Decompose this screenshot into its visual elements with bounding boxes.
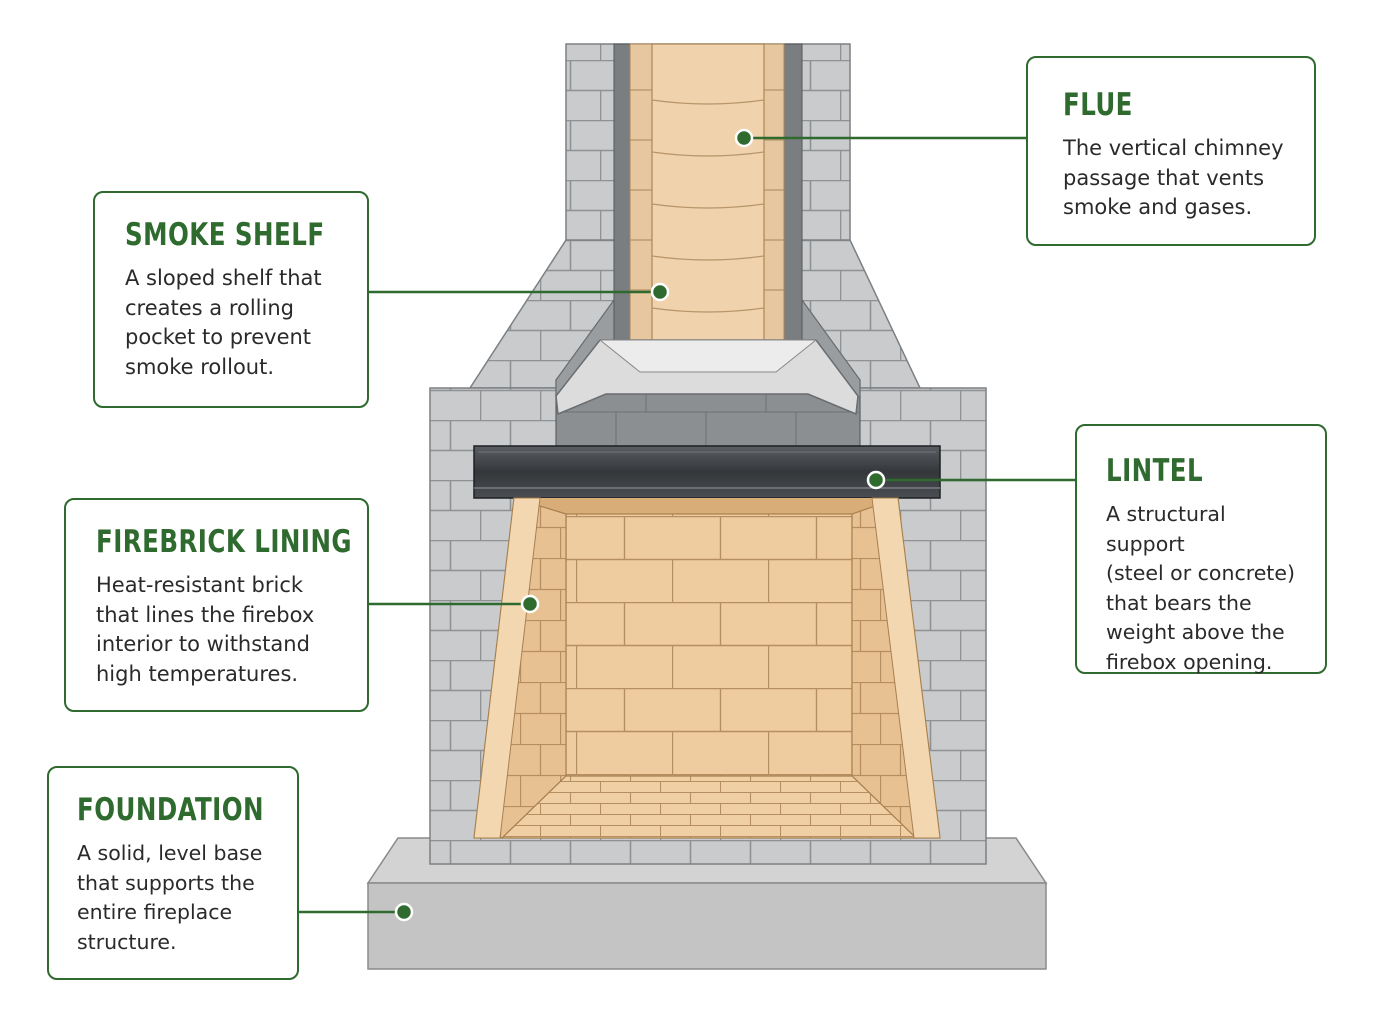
- callout-foundation-description: A solid, level base that supports the en…: [77, 841, 263, 954]
- callout-firebrick-description: Heat-resistant brick that lines the fire…: [96, 573, 315, 686]
- leader-firebrick: [369, 594, 540, 614]
- callout-flue: FLUE The vertical chimney passage that v…: [1026, 56, 1316, 246]
- callout-foundation: FOUNDATION A solid, level base that supp…: [47, 766, 299, 980]
- callout-flue-description: The vertical chimney passage that vents …: [1063, 136, 1284, 220]
- callout-firebrick-title: FIREBRICK LINING: [96, 524, 353, 560]
- flue-liner: [613, 43, 803, 345]
- callout-foundation-title: FOUNDATION: [77, 792, 265, 828]
- leader-flue: [734, 128, 1026, 148]
- callout-smoke-shelf: SMOKE SHELF A sloped shelf that creates …: [93, 191, 369, 408]
- callout-lintel: LINTEL A structural support (steel or co…: [1075, 424, 1327, 674]
- callout-firebrick-lining: FIREBRICK LINING Heat-resistant brick th…: [64, 498, 369, 712]
- leader-foundation: [299, 902, 414, 922]
- callout-lintel-description: A structural support (steel or concrete)…: [1106, 502, 1295, 674]
- callout-lintel-title: LINTEL: [1106, 453, 1204, 489]
- firebox-interior: [473, 497, 941, 839]
- leader-lintel: [866, 470, 1075, 490]
- smoke-shelf: [555, 339, 859, 416]
- leader-smoke-shelf: [369, 282, 670, 302]
- callout-smoke-shelf-title: SMOKE SHELF: [125, 217, 325, 253]
- lintel-beam: [473, 445, 941, 499]
- callout-smoke-shelf-description: A sloped shelf that creates a rolling po…: [125, 266, 322, 379]
- callout-flue-title: FLUE: [1063, 87, 1133, 123]
